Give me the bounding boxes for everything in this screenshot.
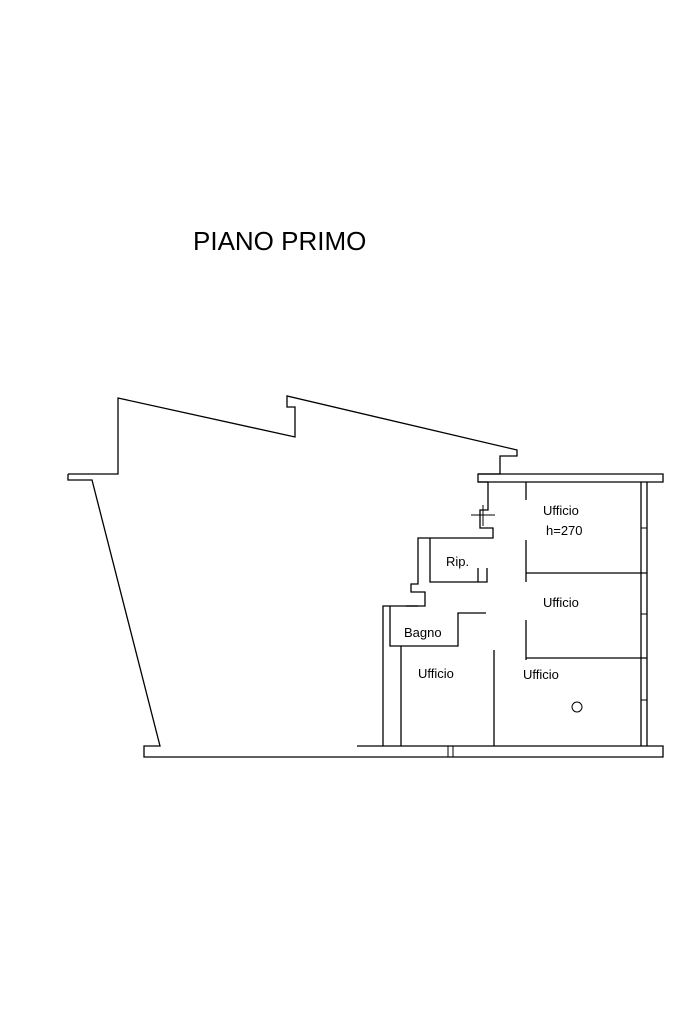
outer-wall-bottom [357,745,664,758]
column-marker-icon [571,701,583,713]
outer-walls [67,395,664,758]
room-label-rip: Rip. [446,554,469,569]
room-label-height: h=270 [546,523,583,538]
room-label-bagno: Bagno [404,625,442,640]
outer-wall-right-top [478,473,664,483]
plan-title: PIANO PRIMO [193,226,366,256]
right-facade-window-ticks [641,527,647,701]
outer-wall-top-left [67,474,357,758]
rip-wall [429,538,488,583]
outer-wall-roof [68,395,518,500]
bagno-wall [389,606,486,647]
room-labels: Ufficio h=270 Rip. Ufficio Bagno Ufficio… [404,503,583,682]
interior-walls [382,482,647,746]
corridor-wall [382,500,494,746]
room-label-ufficio-top-right: Ufficio [543,503,579,518]
room-label-ufficio-bottom-right: Ufficio [523,667,559,682]
bottom-door-mark [447,746,454,757]
room-label-ufficio-mid-right: Ufficio [543,595,579,610]
room-label-ufficio-bottom-left: Ufficio [418,666,454,681]
